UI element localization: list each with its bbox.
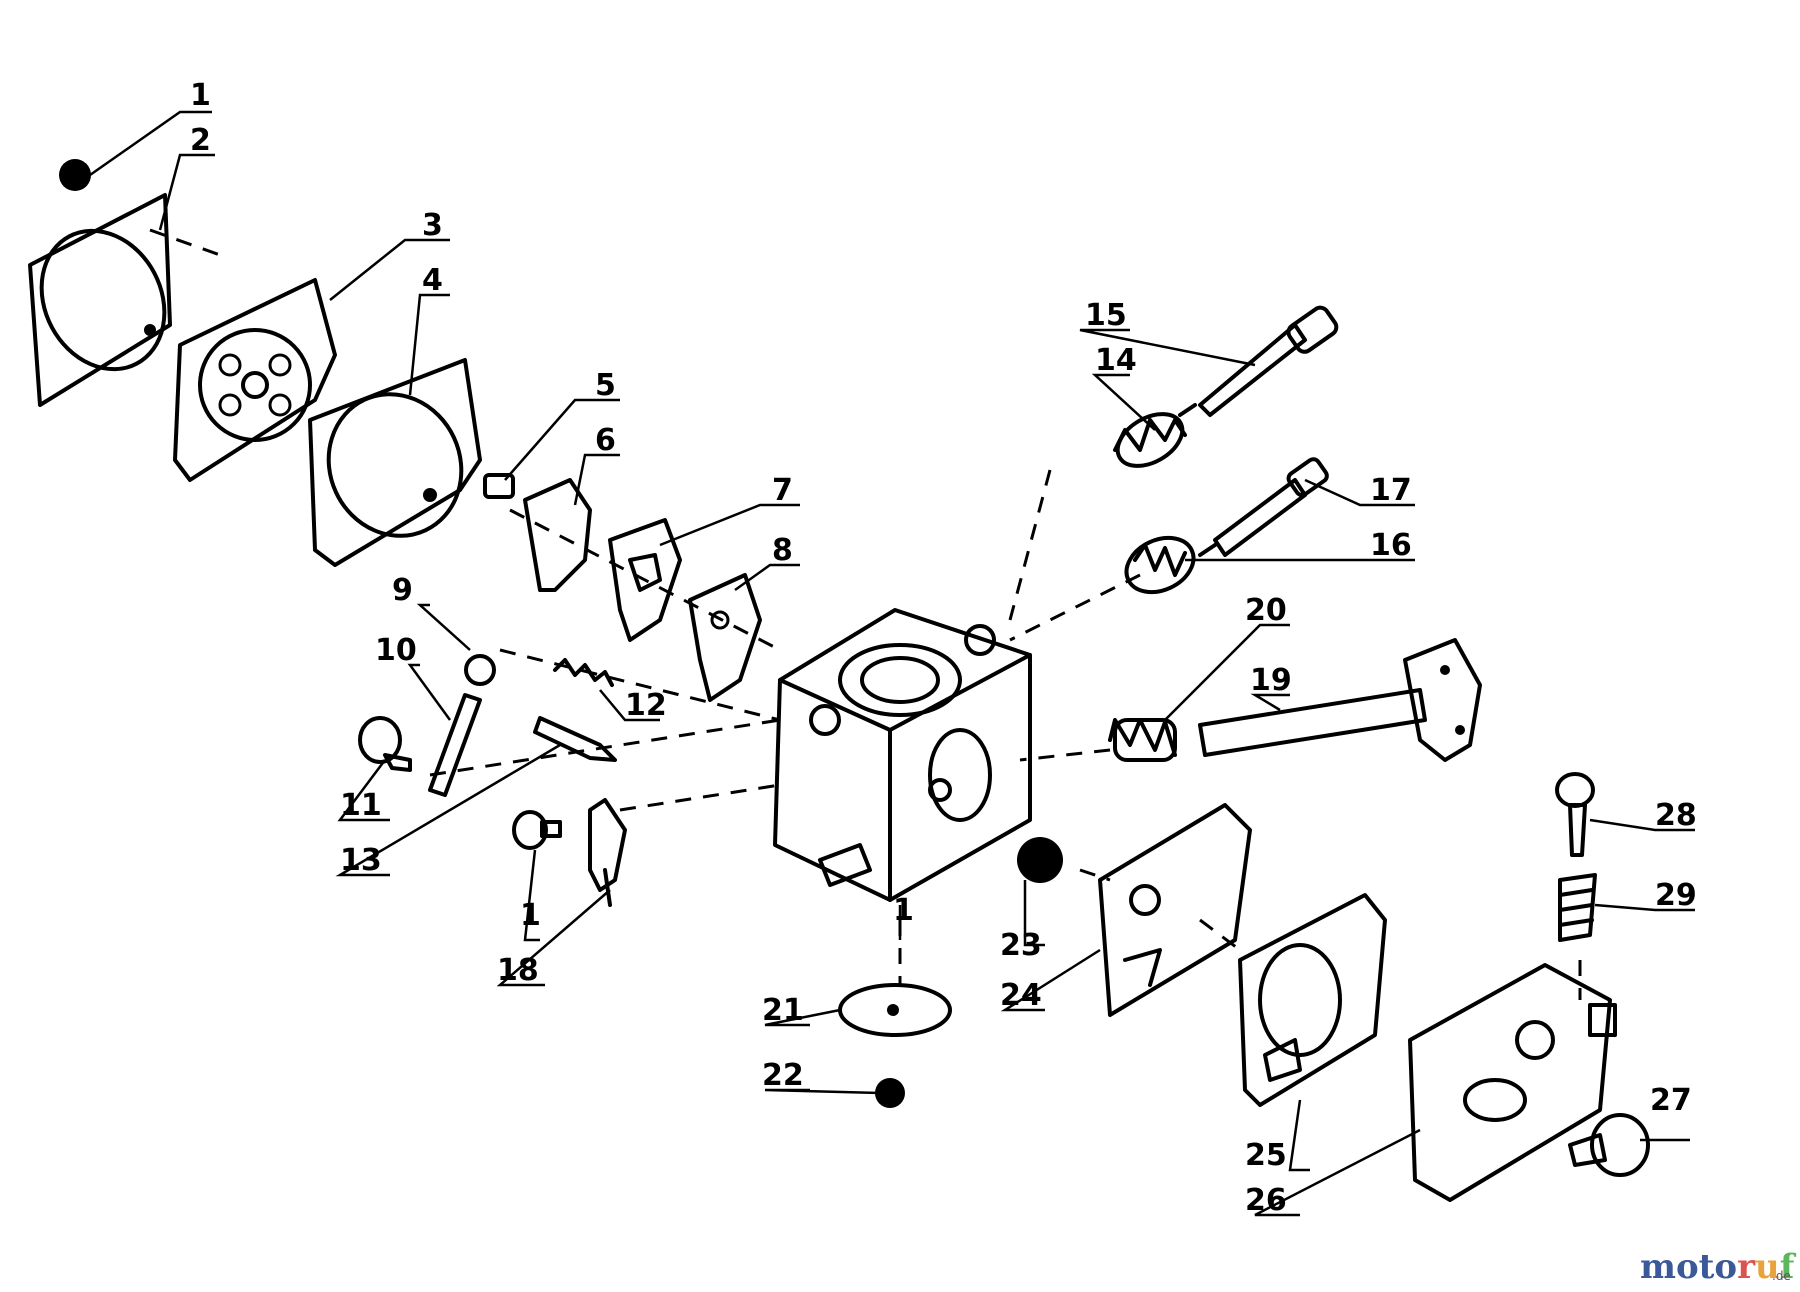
label-2: 2 bbox=[190, 123, 211, 158]
label-18: 18 bbox=[497, 953, 539, 988]
label-10: 10 bbox=[375, 633, 417, 668]
part-9-screw bbox=[464, 654, 496, 686]
part-4-gasket bbox=[308, 358, 482, 567]
label-15: 15 bbox=[1085, 298, 1127, 333]
part-2-cover-plate bbox=[28, 193, 172, 407]
part-11-screw bbox=[358, 716, 412, 772]
logo-letter: o bbox=[1676, 1247, 1699, 1287]
label-5: 5 bbox=[595, 368, 616, 403]
carburetor-body bbox=[773, 608, 1032, 902]
label-17: 17 bbox=[1370, 473, 1412, 508]
label-26: 26 bbox=[1245, 1183, 1287, 1218]
label-1: 1 bbox=[190, 78, 211, 113]
label-7: 7 bbox=[772, 473, 793, 508]
label-19: 19 bbox=[1250, 663, 1292, 698]
part-17-needle-screw bbox=[1198, 457, 1329, 557]
part-22-screw bbox=[875, 1078, 905, 1108]
logo-suffix: .de bbox=[1772, 1269, 1791, 1283]
part-3-diaphragm bbox=[173, 278, 337, 482]
logo-letter: u bbox=[1755, 1247, 1780, 1287]
label-22: 22 bbox=[762, 1058, 804, 1093]
label-13: 13 bbox=[340, 843, 382, 878]
part-1-fitting bbox=[512, 810, 562, 850]
part-20-spring bbox=[1108, 718, 1177, 762]
label-29: 29 bbox=[1655, 878, 1697, 913]
part-8-plate bbox=[688, 573, 762, 702]
callout-leaders bbox=[89, 110, 1695, 1217]
part-1-screw bbox=[59, 159, 91, 191]
part-12-spring bbox=[553, 658, 614, 687]
logo-letter: r bbox=[1737, 1247, 1756, 1287]
part-21-disc bbox=[838, 983, 952, 1037]
label-16: 16 bbox=[1370, 528, 1412, 563]
label-28: 28 bbox=[1655, 798, 1697, 833]
watermark-logo: motoruf .de bbox=[1640, 1247, 1797, 1287]
part-28-screw bbox=[1555, 772, 1595, 857]
part-7-gasket bbox=[608, 518, 682, 642]
part-16-spring bbox=[1124, 535, 1196, 595]
part-24-gasket bbox=[1098, 803, 1252, 1017]
logo-letter: o bbox=[1714, 1247, 1737, 1287]
label-3: 3 bbox=[422, 208, 443, 243]
label-12: 12 bbox=[625, 688, 667, 723]
label-11: 11 bbox=[340, 788, 382, 823]
callout-labels: 1 2 3 4 5 6 7 8 9 10 11 12 13 14 15 16 1… bbox=[190, 78, 1697, 1218]
logo-letter: m bbox=[1640, 1247, 1676, 1287]
logo-letter: f bbox=[1780, 1247, 1797, 1287]
label-23: 23 bbox=[1000, 928, 1042, 963]
label-4: 4 bbox=[422, 263, 443, 298]
label-6: 6 bbox=[595, 423, 616, 458]
part-25-plate bbox=[1238, 893, 1387, 1107]
svg-text:motoruf: motoruf bbox=[1640, 1247, 1797, 1287]
part-27-screw bbox=[1568, 1113, 1650, 1177]
label-24: 24 bbox=[1000, 978, 1042, 1013]
part-19-throttle-shaft bbox=[1198, 638, 1482, 762]
assembly-guides bbox=[149, 228, 1582, 1000]
logo-letter: t bbox=[1699, 1247, 1715, 1287]
part-18-lever bbox=[588, 798, 627, 907]
part-26-cover bbox=[1408, 963, 1617, 1202]
label-14: 14 bbox=[1095, 343, 1137, 378]
label-1-body: 1 bbox=[893, 893, 914, 928]
part-29-spring bbox=[1558, 873, 1597, 942]
label-21: 21 bbox=[762, 993, 804, 1028]
part-23-plug bbox=[1017, 837, 1063, 883]
label-9: 9 bbox=[392, 573, 413, 608]
part-6-lever bbox=[523, 478, 592, 592]
part-15-needle-screw bbox=[1178, 305, 1339, 417]
label-20: 20 bbox=[1245, 593, 1287, 628]
label-1-lower: 1 bbox=[520, 898, 541, 933]
part-14-spring bbox=[1113, 412, 1187, 468]
label-25: 25 bbox=[1245, 1138, 1287, 1173]
part-13-needle bbox=[533, 716, 617, 762]
part-10-rod bbox=[428, 693, 482, 797]
label-27: 27 bbox=[1650, 1083, 1692, 1118]
part-5-pin bbox=[483, 473, 515, 499]
label-8: 8 bbox=[772, 533, 793, 568]
